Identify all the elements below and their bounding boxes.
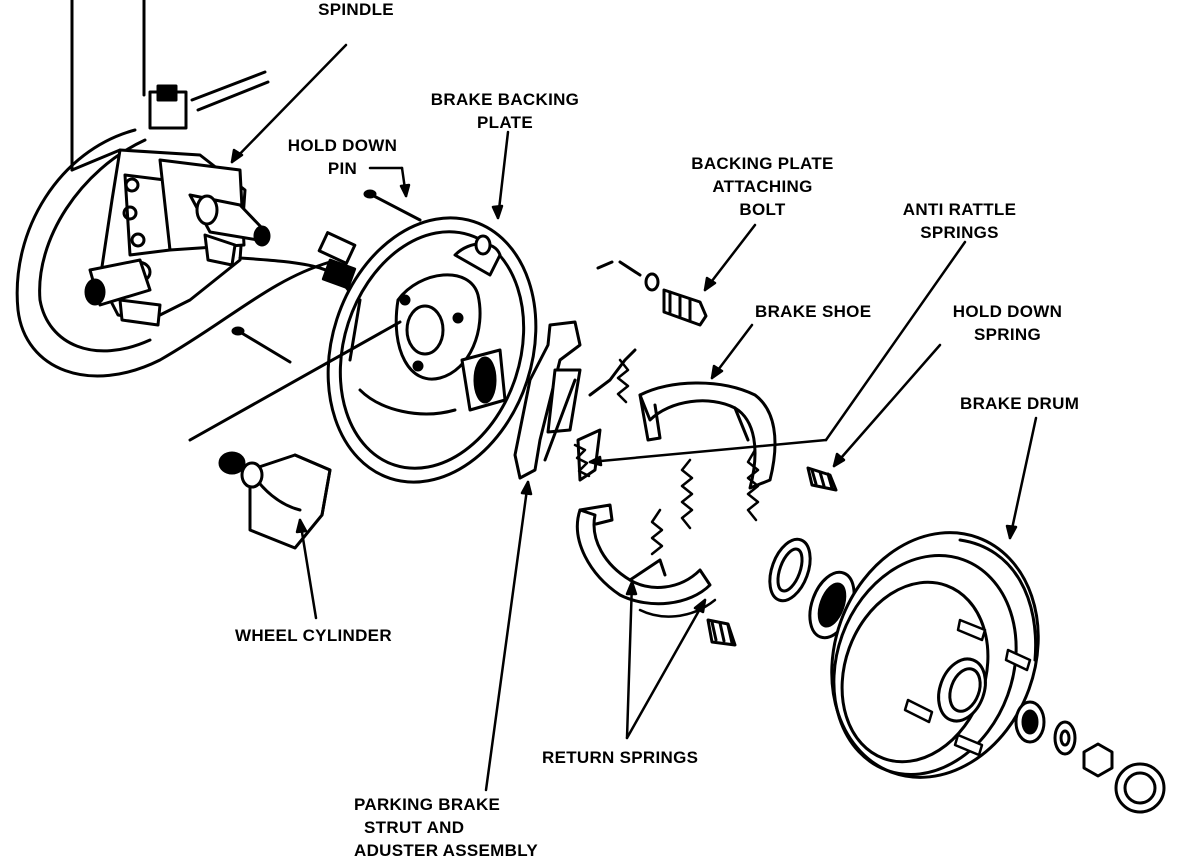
label-spindle: SPINDLE [318,0,394,19]
label-backing-plate-attaching-bolt: BACKING PLATE ATTACHING BOLT [691,154,834,219]
hold-down-spring-parts [706,466,838,647]
brake-drum-part [830,531,1040,779]
label-wheel-cylinder: WHEEL CYLINDER [235,626,392,645]
hub-hardware [1014,700,1166,814]
brake-shoes [575,381,777,606]
label-brake-shoe: BRAKE SHOE [755,302,872,321]
attaching-bolt [596,260,708,327]
label-brake-backing-plate: BRAKE BACKING PLATE [430,90,580,132]
label-brake-drum: BRAKE DRUM [960,394,1080,413]
spindle-assembly [15,0,357,378]
leader-lines [230,43,1038,792]
label-anti-rattle-springs: ANTI RATTLE SPRINGS [902,200,1017,242]
label-hold-down-pin: HOLD DOWN PIN [287,136,398,178]
label-parking-brake-strut: PARKING BRAKE STRUT AND ADUSTER ASSEMBLY [354,795,538,860]
backing-plate [326,216,538,484]
label-hold-down-spring: HOLD DOWN SPRING [952,302,1063,344]
hold-down-pins [231,189,422,364]
springs [573,358,760,618]
wheel-cylinder-part [188,320,402,550]
label-return-springs: RETURN SPRINGS [542,748,699,767]
bearings [768,537,856,640]
